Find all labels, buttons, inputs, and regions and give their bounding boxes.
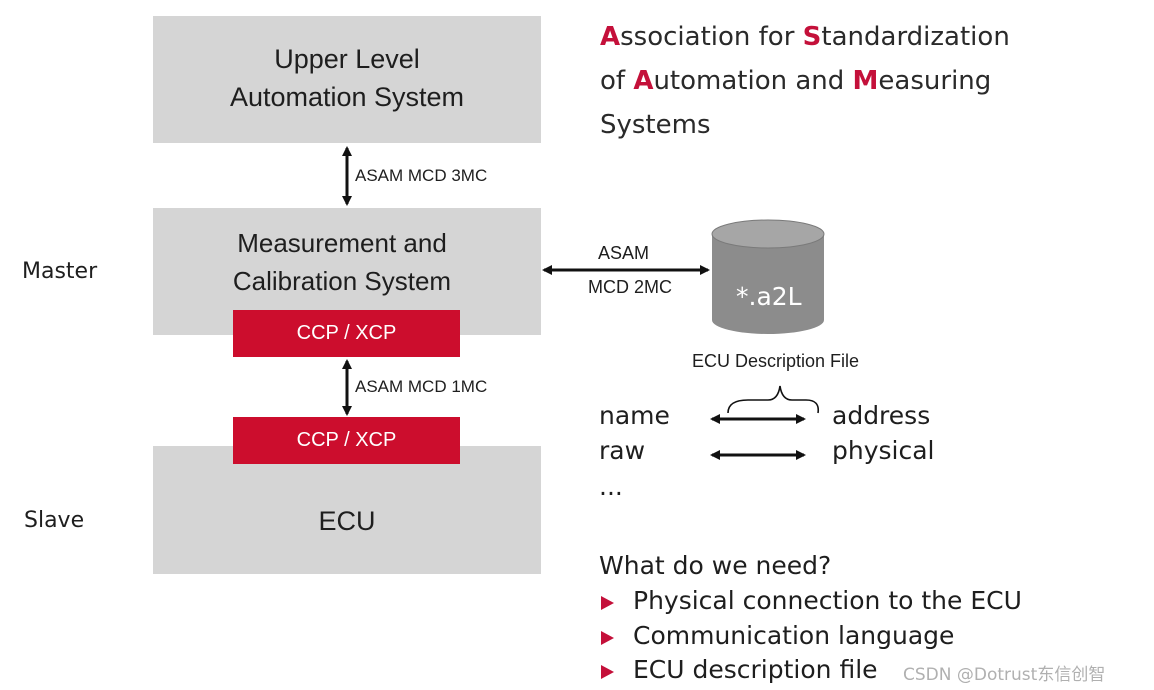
asam-label: ASAM [598,243,650,263]
bullet-triangle-icon [601,596,614,610]
needs-item: ECU description file [633,655,878,684]
upper-level-line2: Automation System [229,82,465,112]
title-seg: ssociation for [620,22,803,52]
title-seg: S [802,22,822,52]
database-icon [711,219,825,334]
upper-level-box: Upper Level Automation System [153,16,541,143]
ecu-description-file-label: ECU Description File [692,351,860,371]
title-seg: easuring [878,66,992,96]
brace-icon [727,385,820,414]
needs-item: Communication language [633,621,955,650]
ecu-box: ECU [153,446,541,574]
bullet-triangle-icon [601,665,614,679]
ccp-xcp-bar-top: CCP / XCP [233,310,460,357]
slave-label: Slave [24,508,85,533]
upper-level-line1: Upper Level [274,44,420,74]
mcd-2mc-label: MCD 2MC [588,277,672,297]
title-line-2: of Automation and Measuring [600,66,991,96]
title-line-3: Systems [600,110,711,140]
title-seg: A [633,66,654,96]
row-name-right: address [832,401,931,430]
mc-line1: Measurement and [237,228,447,258]
row-name-left: name [599,401,670,430]
row-raw-right: physical [832,436,935,465]
title-seg: A [600,22,621,52]
master-label: Master [22,259,98,284]
row-raw-left: raw [599,436,646,465]
watermark: CSDN @Dotrust东信创智 [903,665,1106,685]
mc-line2: Calibration System [232,266,452,296]
a2l-file-label: *.a2L [736,282,802,311]
ecu-label: ECU [318,506,376,536]
title-seg: of [600,66,634,96]
title-seg: utomation and [653,66,853,96]
asam-mcd-1mc-label: ASAM MCD 1MC [355,377,488,396]
title-line-1: Association for Standardization [600,22,1010,52]
row-ellipsis: ... [599,472,623,501]
ccp-xcp-bar-bottom: CCP / XCP [233,417,460,464]
needs-item: Physical connection to the ECU [633,586,1022,615]
needs-heading: What do we need? [599,551,832,580]
asam-mcd-3mc-label: ASAM MCD 3MC [355,166,488,185]
bullet-triangle-icon [601,631,614,645]
title-seg: M [852,66,879,96]
title-seg: tandardization [821,22,1010,52]
